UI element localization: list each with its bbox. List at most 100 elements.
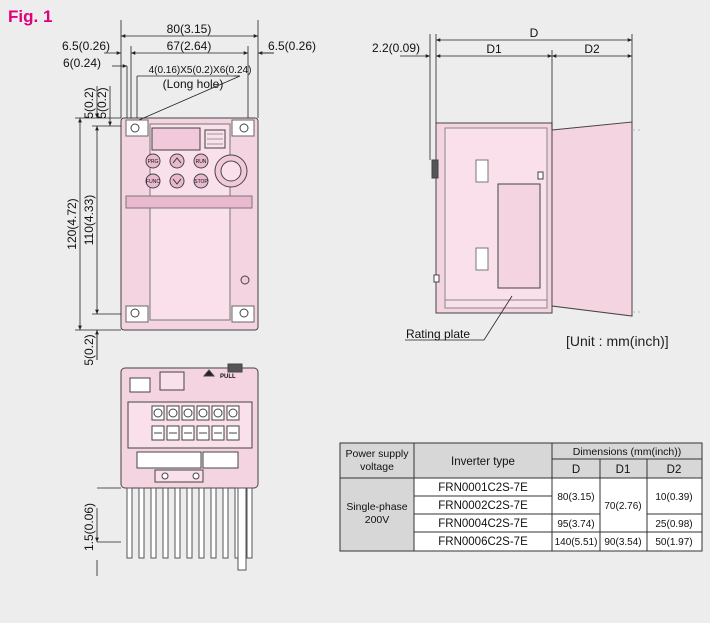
up-arrow-button: [169, 153, 185, 169]
dim-depth-total: D: [530, 26, 539, 40]
dim-margin-left: 6.5(0.26): [62, 39, 110, 53]
front-cover: [149, 123, 231, 321]
side-dimension-lines: [400, 34, 633, 341]
vent-slot: [475, 159, 489, 183]
d-value-a: 80(3.15): [557, 492, 594, 503]
unit-note: [Unit : mm(inch)]: [566, 333, 669, 349]
header-inverter-type: Inverter type: [451, 456, 515, 468]
bottom-connector: [227, 363, 243, 373]
heatsink-fin: [126, 487, 133, 559]
screw-icon: [192, 472, 200, 480]
key-c-label: RUN: [196, 159, 207, 165]
terminal-slot: [181, 405, 195, 421]
dim-hole-size: 4(0.16)X5(0.2)X6(0.24): [149, 65, 252, 76]
screw-strip: [154, 469, 204, 483]
terminal-slot: [166, 405, 180, 421]
type-row-1: FRN0001C2S-7E: [438, 482, 528, 494]
bottom-window: [129, 377, 151, 393]
heatsink-hidden-lines: [632, 129, 640, 313]
voltage-line2: 200V: [365, 514, 390, 526]
header-cell-bg: [340, 443, 414, 478]
terminal-screw-icon: [183, 408, 193, 418]
d2-value-a: 10(0.39): [655, 492, 692, 503]
label-strip: [136, 451, 202, 469]
terminal-screw-icon: [228, 408, 238, 418]
header-d1: D1: [616, 464, 631, 476]
d2-value-c: 50(1.97): [655, 537, 692, 548]
side-view: [431, 121, 633, 317]
heatsink-profile: [551, 121, 633, 317]
d-value-c: 140(5.51): [555, 537, 598, 548]
keypad-button: [193, 173, 209, 189]
terminal-slot: [211, 405, 225, 421]
terminal-row: [151, 405, 240, 441]
heatsink-fin: [186, 487, 193, 559]
heatsink-fin: [246, 487, 253, 559]
dim-offset: 2.2(0.09): [372, 41, 420, 55]
dimensions-table: [339, 442, 703, 552]
hole-label: (Long hole): [163, 77, 224, 91]
keypad-button: [145, 153, 161, 169]
d1-value-a: 70(2.76): [604, 501, 641, 512]
keypad-button: [145, 173, 161, 189]
dim-width-inner: 67(2.64): [167, 39, 212, 53]
d1-value-b: 90(3.54): [604, 537, 641, 548]
label-strip: [202, 451, 239, 469]
terminal-screw-icon: [153, 408, 163, 418]
voltage-cell-bg: [340, 478, 414, 551]
dim-fin-gap: 1.5(0.06): [82, 503, 96, 551]
key-b-label: FUNC: [146, 179, 160, 185]
dim-top-gap-2: 5(0.2): [95, 87, 109, 118]
header-power-line1: Power supply: [345, 448, 409, 460]
d-value-b: 95(3.74): [557, 519, 594, 530]
dim-left-offset: 6(0.24): [63, 56, 101, 70]
dim-height-inner: 110(4.33): [82, 195, 96, 245]
dim-margin-right: 6.5(0.26): [268, 39, 316, 53]
terminal-slot: [226, 405, 240, 421]
dim-width-total: 80(3.15): [167, 22, 212, 36]
pull-arrow-icon: [202, 369, 216, 377]
header-cell-bg: [414, 443, 552, 478]
screw-icon: [161, 472, 169, 480]
terminal-screw-icon: [198, 408, 208, 418]
side-latch: [537, 171, 544, 180]
dim-height-total: 120(4.72): [65, 198, 79, 249]
d2-value-b: 25(0.98): [655, 519, 692, 530]
heatsink-fin: [150, 487, 157, 559]
dim-depth-d1: D1: [486, 42, 502, 56]
header-d2: D2: [667, 464, 682, 476]
ground-screw-icon: [240, 275, 250, 285]
mounting-hole-icon: [239, 123, 249, 133]
mounting-hole-icon: [130, 123, 140, 133]
type-row-4: FRN0006C2S-7E: [438, 536, 528, 548]
key-a-label: PRG: [148, 159, 159, 165]
front-divider: [125, 195, 253, 209]
mounting-hole-icon: [130, 308, 140, 318]
header-dimensions: Dimensions (mm(inch)): [573, 446, 682, 458]
led-display: [151, 127, 201, 151]
terminal-screw-icon: [168, 408, 178, 418]
rating-plate: [497, 183, 541, 289]
heatsink-fin: [162, 487, 169, 559]
terminal-slot: [196, 405, 210, 421]
terminal-slot: [151, 405, 165, 421]
type-row-2: FRN0002C2S-7E: [438, 500, 528, 512]
key-d-label: STOP: [194, 179, 208, 185]
front-view: [120, 117, 259, 331]
down-arrow-button: [169, 173, 185, 189]
heatsink-fins: [126, 487, 253, 571]
heatsink-fin: [174, 487, 181, 559]
rating-plate-label: Rating plate: [406, 327, 470, 341]
bottom-latch: [159, 371, 185, 391]
voltage-line1: Single-phase: [346, 501, 407, 513]
type-row-3: FRN0004C2S-7E: [438, 518, 528, 530]
terminal-screw-icon: [213, 408, 223, 418]
heatsink-fin: [210, 487, 217, 559]
heatsink-fin: [222, 487, 229, 559]
dial-knob-icon: [220, 160, 242, 182]
bottom-dimension-lines: [95, 487, 121, 576]
vent-slot: [475, 247, 489, 271]
heatsink-fin: [138, 487, 145, 559]
side-connector: [431, 159, 439, 179]
header-d: D: [572, 464, 580, 476]
